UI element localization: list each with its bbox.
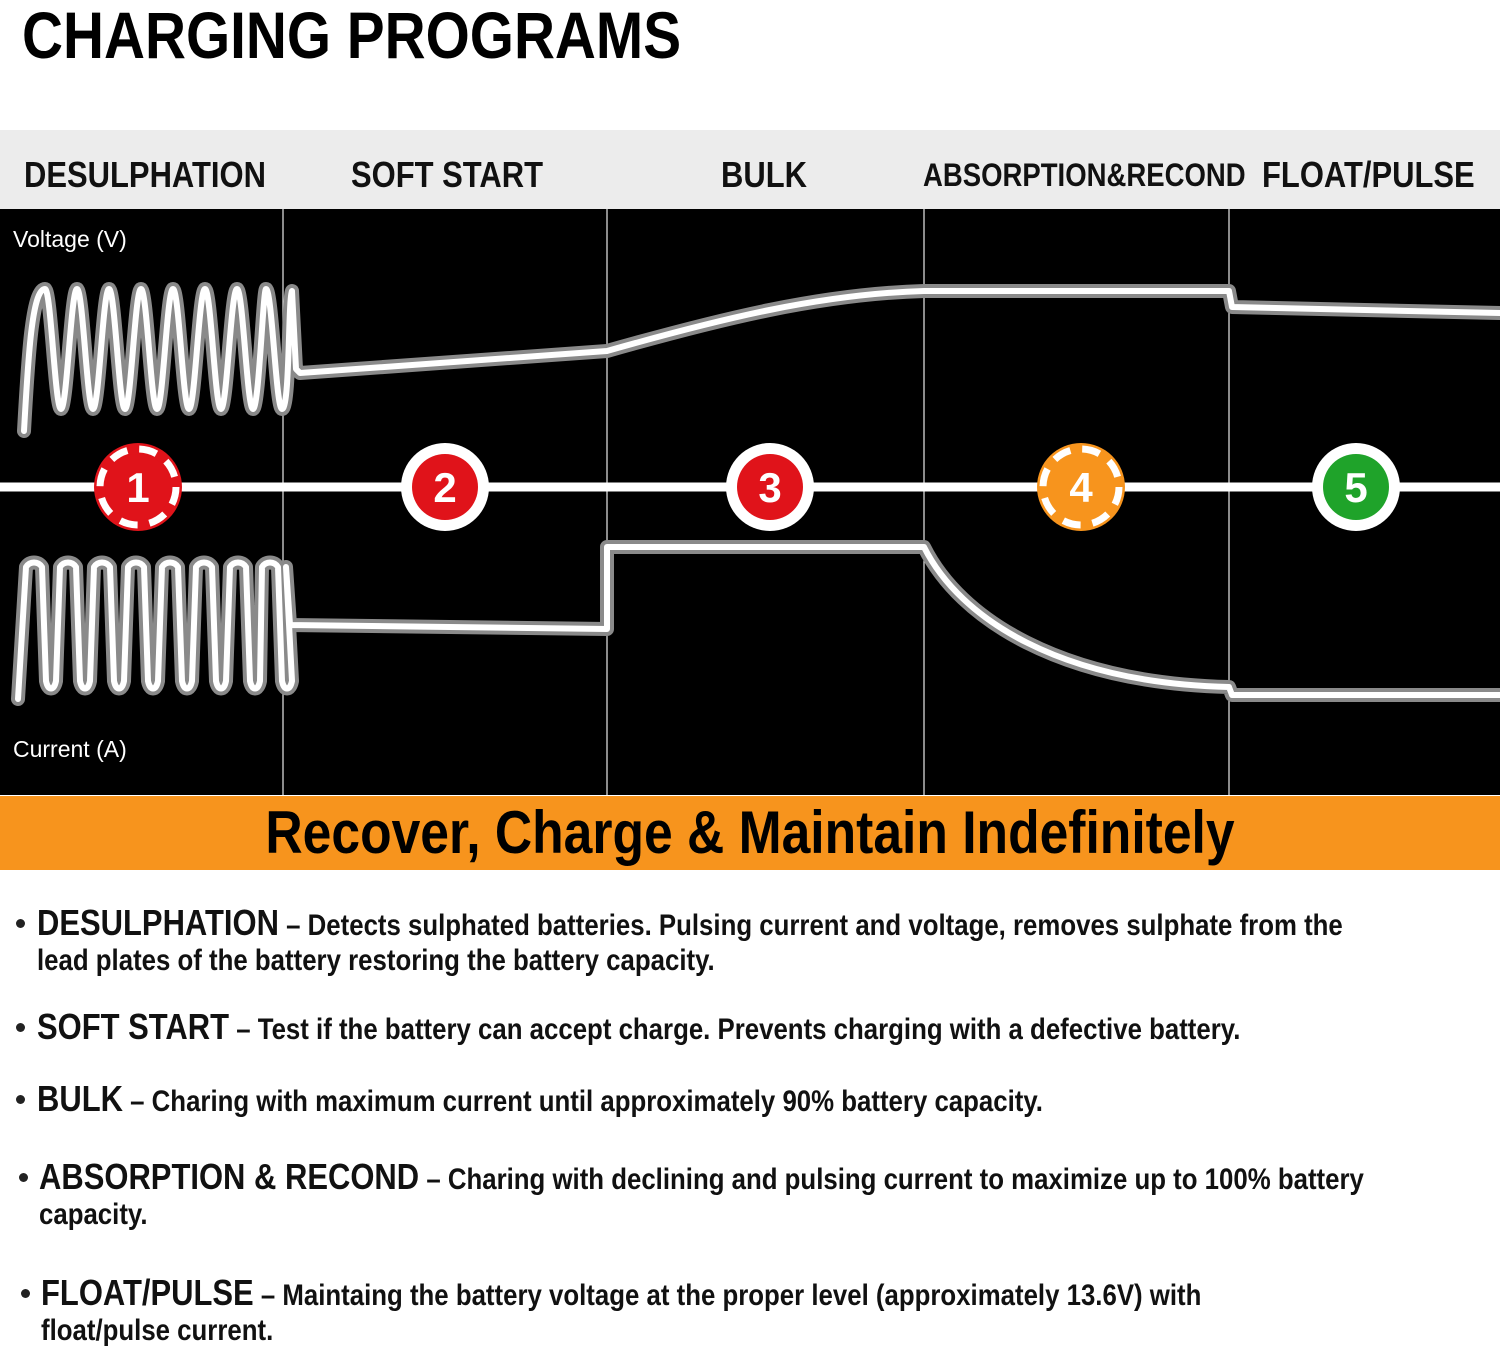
description-text: Detects sulphated batteries. Pulsing cur…	[307, 909, 1343, 942]
description-term: ABSORPTION & RECOND	[39, 1156, 420, 1197]
stage-label-bulk: BULK	[721, 154, 807, 195]
description-term: SOFT START	[37, 1006, 230, 1047]
stage-marker-fill	[1323, 454, 1389, 520]
description-text-continued: lead plates of the battery restoring the…	[37, 944, 715, 977]
voltage-axis-label: Voltage (V)	[13, 226, 127, 252]
description-text: Charing with declining and pulsing curre…	[447, 1163, 1364, 1196]
description-term: DESULPHATION	[37, 902, 279, 943]
description-text-continued: float/pulse current.	[41, 1314, 274, 1347]
description-text-continued: capacity.	[39, 1198, 148, 1231]
stage-label-float-pulse: FLOAT/PULSE	[1262, 154, 1475, 195]
voltage-curve	[21, 286, 1500, 434]
description-text: Charing with maximum current until appro…	[151, 1085, 1043, 1118]
stage-marker-3: 3	[726, 443, 814, 531]
stage-label-soft-start: SOFT START	[351, 154, 544, 195]
stage-marker-number: 5	[1344, 464, 1367, 511]
stage-marker-number: 4	[1069, 464, 1093, 511]
stage-marker-1: 1	[94, 443, 182, 531]
description-text: Test if the battery can accept charge. P…	[257, 1013, 1241, 1046]
bullet-dot	[19, 1173, 28, 1182]
description-term: BULK	[37, 1078, 123, 1119]
stage-marker-5: 5	[1312, 443, 1400, 531]
bullet-dot	[16, 1095, 25, 1104]
description-text: Maintaing the battery voltage at the pro…	[282, 1279, 1202, 1312]
bullet-dot	[16, 919, 25, 928]
stage-marker-pulse-ring	[1039, 445, 1123, 529]
current-axis-label: Current (A)	[13, 736, 127, 762]
stage-marker-fill	[412, 454, 478, 520]
charging-diagram: 1 2 3 4 5 Voltage (V) Current (A)	[0, 209, 1500, 795]
description-term: FLOAT/PULSE	[41, 1272, 254, 1313]
stage-marker-2: 2	[401, 443, 489, 531]
stage-marker-number: 3	[758, 464, 781, 511]
stage-markers: 1 2 3 4 5	[94, 443, 1400, 531]
stage-label-absorption-recond: ABSORPTION&RECOND	[923, 157, 1246, 193]
current-curve	[15, 544, 1500, 702]
stage-marker-fill	[1048, 454, 1114, 520]
stage-marker-4: 4	[1037, 443, 1125, 531]
stage-label-desulphation: DESULPHATION	[24, 154, 266, 195]
stage-marker-fill	[737, 454, 803, 520]
current-curve-outline	[11, 540, 1500, 706]
stage-marker-fill	[105, 454, 171, 520]
bullet-dot	[21, 1289, 30, 1298]
stage-marker-number: 1	[126, 464, 149, 511]
stage-marker-pulse-ring	[96, 445, 180, 529]
banner-text: Recover, Charge & Maintain Indefinitely	[265, 799, 1235, 866]
page-title: CHARGING PROGRAMS	[22, 0, 682, 72]
banner	[0, 796, 1500, 870]
stage-marker-number: 2	[433, 464, 456, 511]
bullet-dot	[16, 1023, 25, 1032]
charging-curves: 1 2 3 4 5	[0, 209, 1500, 795]
stage-header-bar	[0, 130, 1500, 209]
